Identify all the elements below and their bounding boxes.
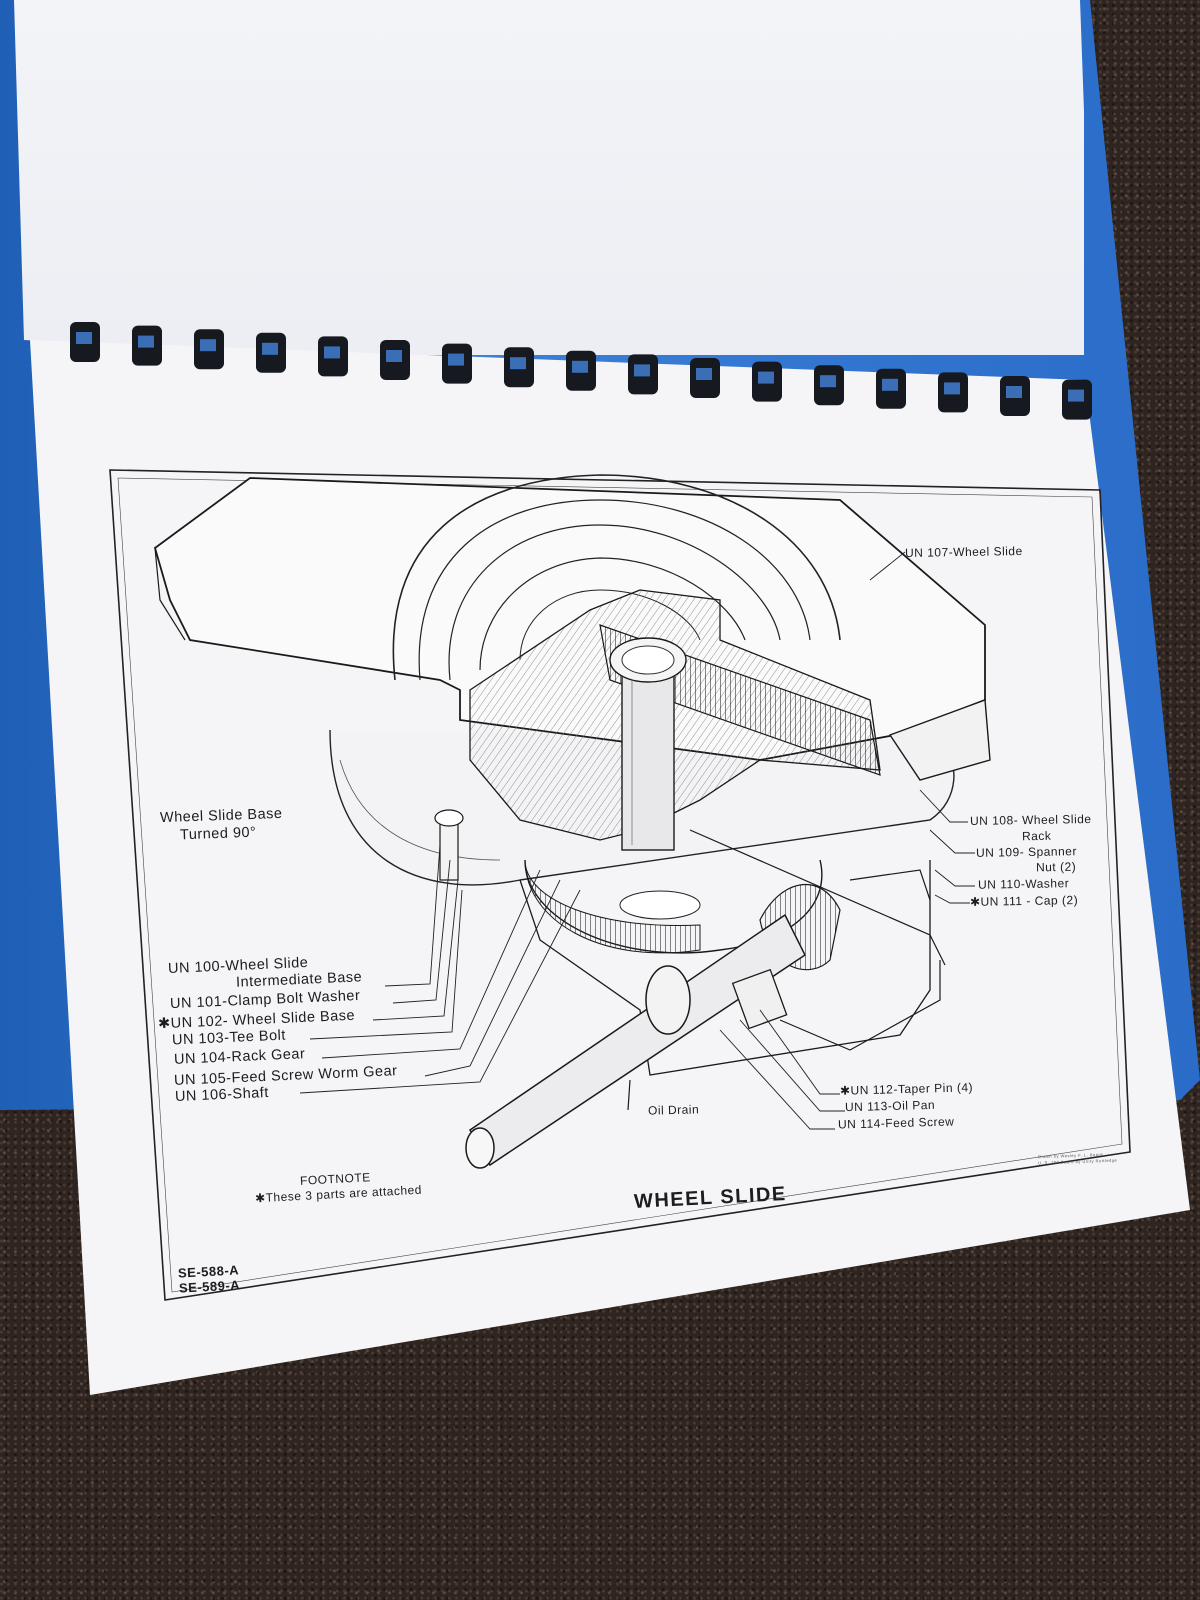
oil-pan	[519, 860, 931, 1076]
upper-page	[14, 0, 1084, 355]
label-un109-nut: Nut (2)	[1035, 859, 1077, 875]
rack-end-block	[888, 699, 991, 781]
binding-ring-gap	[634, 364, 650, 377]
label-un108: UN 108- Wheel Slide	[969, 811, 1092, 829]
label-un110: UN 110-Washer	[977, 876, 1070, 892]
leader-lines-right	[719, 551, 975, 1130]
base-housing-shade	[339, 759, 501, 861]
tee-bolt-nut	[434, 809, 464, 827]
binding-ring-gap	[758, 371, 774, 384]
binding-ring-gap	[386, 350, 402, 362]
drawing-border	[109, 469, 1131, 1301]
leader-lines-left	[299, 844, 581, 1094]
label-un107: UN 107-Wheel Slide	[904, 543, 1023, 561]
binding-ring-gap	[448, 353, 464, 366]
bearing-rings	[392, 474, 841, 681]
binding-ring-gap	[510, 357, 526, 370]
label-un108-rack: Rack	[1021, 828, 1052, 844]
binding-ring-gap	[696, 368, 712, 380]
label-un113: UN 113-Oil Pan	[844, 1097, 936, 1115]
worm-gear-hub	[619, 890, 701, 920]
drawing-code-2: SE-589-A	[178, 1277, 241, 1296]
rack-gear-bore	[621, 645, 675, 675]
feed-screw-collar	[645, 965, 691, 1035]
binding-ring-gap	[882, 378, 898, 391]
feed-screw-end	[465, 1127, 495, 1169]
label-un109: UN 109- Spanner	[975, 844, 1078, 860]
label-un111: ✱UN 111 - Cap (2)	[969, 893, 1079, 909]
binding-ring-gap	[200, 339, 216, 352]
vertical-shaft	[621, 659, 675, 851]
binding-ring-gap	[944, 382, 960, 395]
binding-ring-gap	[76, 332, 92, 344]
drawing-inner-border	[117, 477, 1123, 1293]
oil-tube	[689, 829, 946, 1051]
oil-drain-pipe	[627, 1079, 631, 1111]
binding-ring-gap	[138, 335, 154, 348]
binding-ring-gap	[572, 360, 588, 373]
oil-tube-branch	[849, 869, 931, 901]
label-base-note-2: Turned 90°	[179, 824, 257, 844]
binding-ring-gap	[1068, 389, 1084, 402]
cutaway-section	[469, 589, 881, 841]
binding-ring-gap	[1006, 386, 1022, 398]
binding-ring-gap	[324, 346, 340, 359]
spiral-binding	[70, 322, 1092, 420]
plate-edge	[154, 547, 186, 641]
binding-ring-gap	[262, 342, 278, 355]
feed-screw-shaft	[469, 913, 806, 1167]
label-oil-drain: Oil Drain	[647, 1102, 700, 1118]
binding-ring-gap	[820, 375, 836, 388]
